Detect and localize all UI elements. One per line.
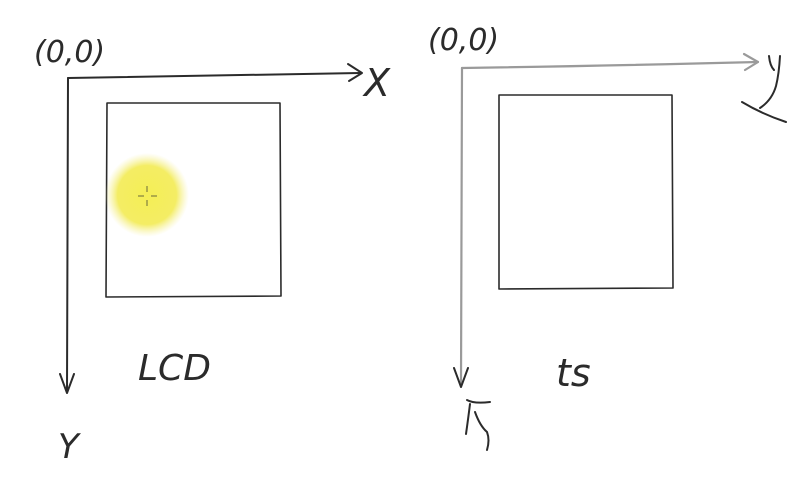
lcd-x-axis-label: X <box>362 61 391 105</box>
ts-vertical-axis-line <box>459 66 464 388</box>
lcd-origin-label: (0,0) <box>34 35 105 70</box>
ts-panel-rectangle <box>498 94 674 290</box>
ts-vertical-axis-mark <box>465 399 491 451</box>
ts-diagram: (0,0) ts <box>428 23 787 451</box>
lcd-y-axis-arrowhead <box>59 373 75 394</box>
lcd-x-axis-line <box>67 72 361 79</box>
lcd-x-axis-arrowhead <box>347 63 363 82</box>
ts-vertical-axis-arrowhead <box>453 367 469 388</box>
ts-horizontal-axis-mark <box>759 55 781 109</box>
ts-horizontal-axis-underline <box>741 101 787 123</box>
lcd-y-axis-label: Y <box>58 427 81 467</box>
ts-caption: ts <box>556 351 591 395</box>
cursor-highlight <box>105 153 189 237</box>
lcd-screen-rectangle <box>105 102 282 298</box>
lcd-y-axis-line <box>66 77 69 393</box>
crosshair-icon <box>138 186 157 206</box>
ts-horizontal-axis-arrowhead <box>742 52 760 72</box>
lcd-diagram: (0,0) X Y LCD <box>34 35 391 467</box>
ts-origin-label: (0,0) <box>428 23 499 58</box>
ts-horizontal-axis-line <box>460 60 760 70</box>
lcd-caption: LCD <box>138 348 211 389</box>
